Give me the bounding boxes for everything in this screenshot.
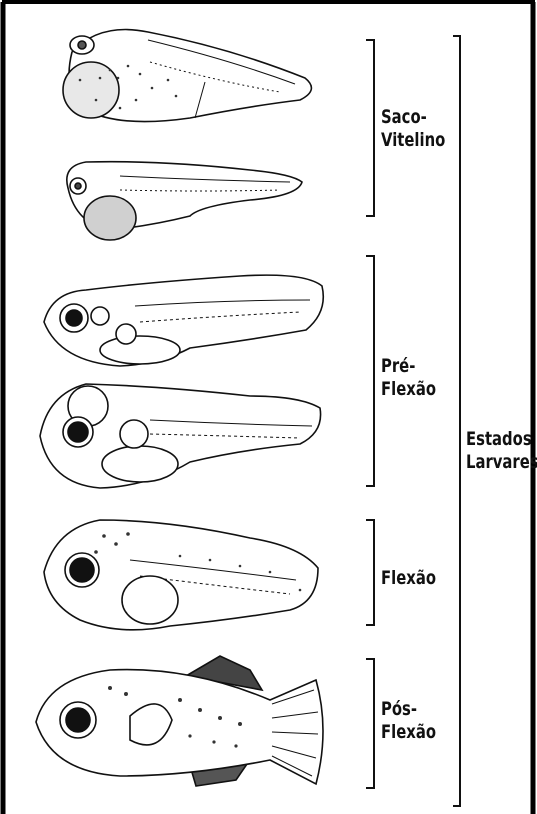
- group-label-line: Estados: [466, 428, 537, 451]
- bracket-postflexion: [366, 659, 374, 788]
- stage-label-postflexion: Pós- Flexão: [381, 698, 436, 744]
- bracket-flexion: [366, 520, 374, 625]
- bracket-preflexion: [366, 256, 374, 486]
- preflexion-larva-late: [40, 384, 321, 488]
- stage-label-line: Saco-: [381, 106, 445, 129]
- stage-label-line: Flexão: [381, 721, 436, 744]
- stage-label-line: Pré-: [381, 355, 436, 378]
- stage-label-line: Vitelino: [381, 129, 445, 152]
- stage-label-line: Flexão: [381, 567, 436, 590]
- stage-label-preflexion: Pré- Flexão: [381, 355, 436, 401]
- bracket-yolk-sac: [366, 40, 374, 216]
- stage-label-yolk-sac: Saco- Vitelino: [381, 106, 445, 152]
- flexion-larva: [44, 520, 318, 630]
- group-label-line: Larvares: [466, 451, 537, 474]
- yolk-sac-larva-late: [67, 162, 302, 240]
- stage-label-flexion: Flexão: [381, 567, 436, 590]
- group-label-larval-states: Estados Larvares: [466, 428, 537, 474]
- yolk-sac-larva-early: [63, 30, 311, 122]
- postflexion-larva: [36, 656, 323, 786]
- stage-label-line: Pós-: [381, 698, 436, 721]
- stage-label-line: Flexão: [381, 378, 436, 401]
- bracket-larval-states: [453, 36, 460, 806]
- preflexion-larva-early: [44, 275, 323, 366]
